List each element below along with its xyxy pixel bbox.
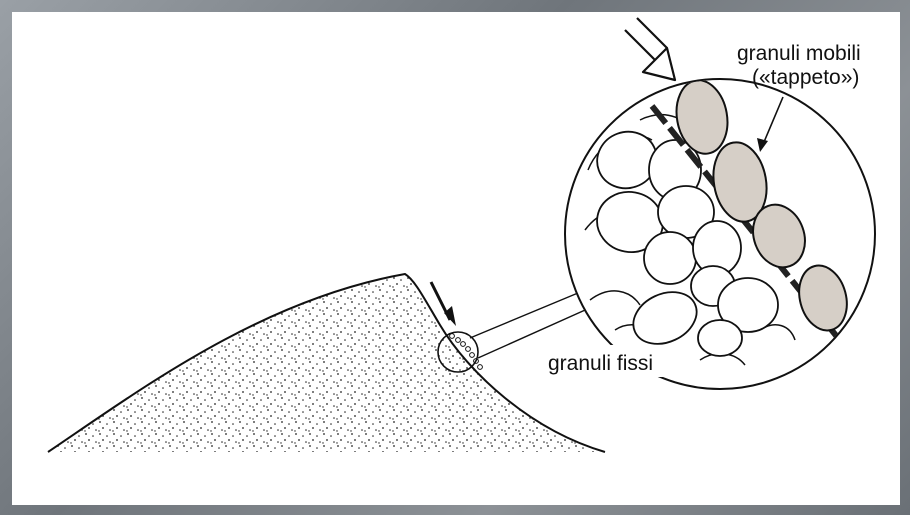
label-fixed-grains: granuli fissi [548, 352, 653, 375]
dune-body [48, 274, 605, 452]
wind-arrow-large [625, 18, 675, 80]
label-moving-grains-line1: granuli mobili [737, 42, 861, 65]
label-moving-grains-line2: («tappeto») [752, 66, 859, 89]
connector-line-top [470, 288, 590, 338]
